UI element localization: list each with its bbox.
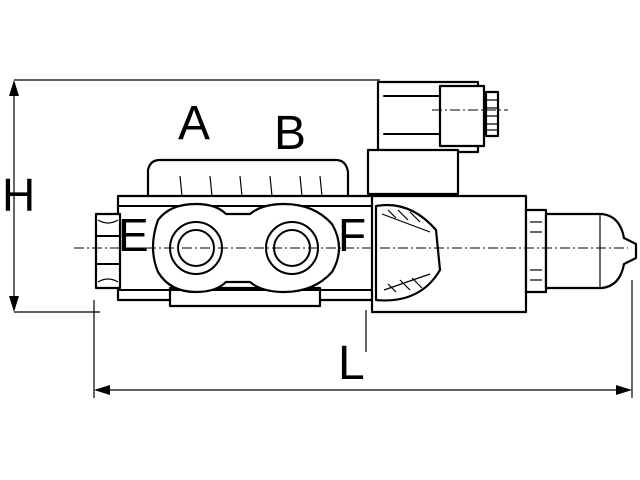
push-button (524, 208, 638, 294)
port-f-label: F (338, 209, 367, 261)
solenoid-housing (366, 80, 508, 196)
height-dimension (9, 79, 380, 313)
hex-nut (94, 212, 122, 290)
right-housing (370, 194, 528, 314)
port-e-label: E (118, 209, 149, 261)
port-a-label: A (178, 97, 211, 150)
length-label: L (338, 337, 365, 390)
height-label: H (2, 169, 36, 221)
top-cover (146, 158, 350, 200)
port-b-label: B (274, 107, 307, 160)
length-dimension (93, 280, 633, 398)
